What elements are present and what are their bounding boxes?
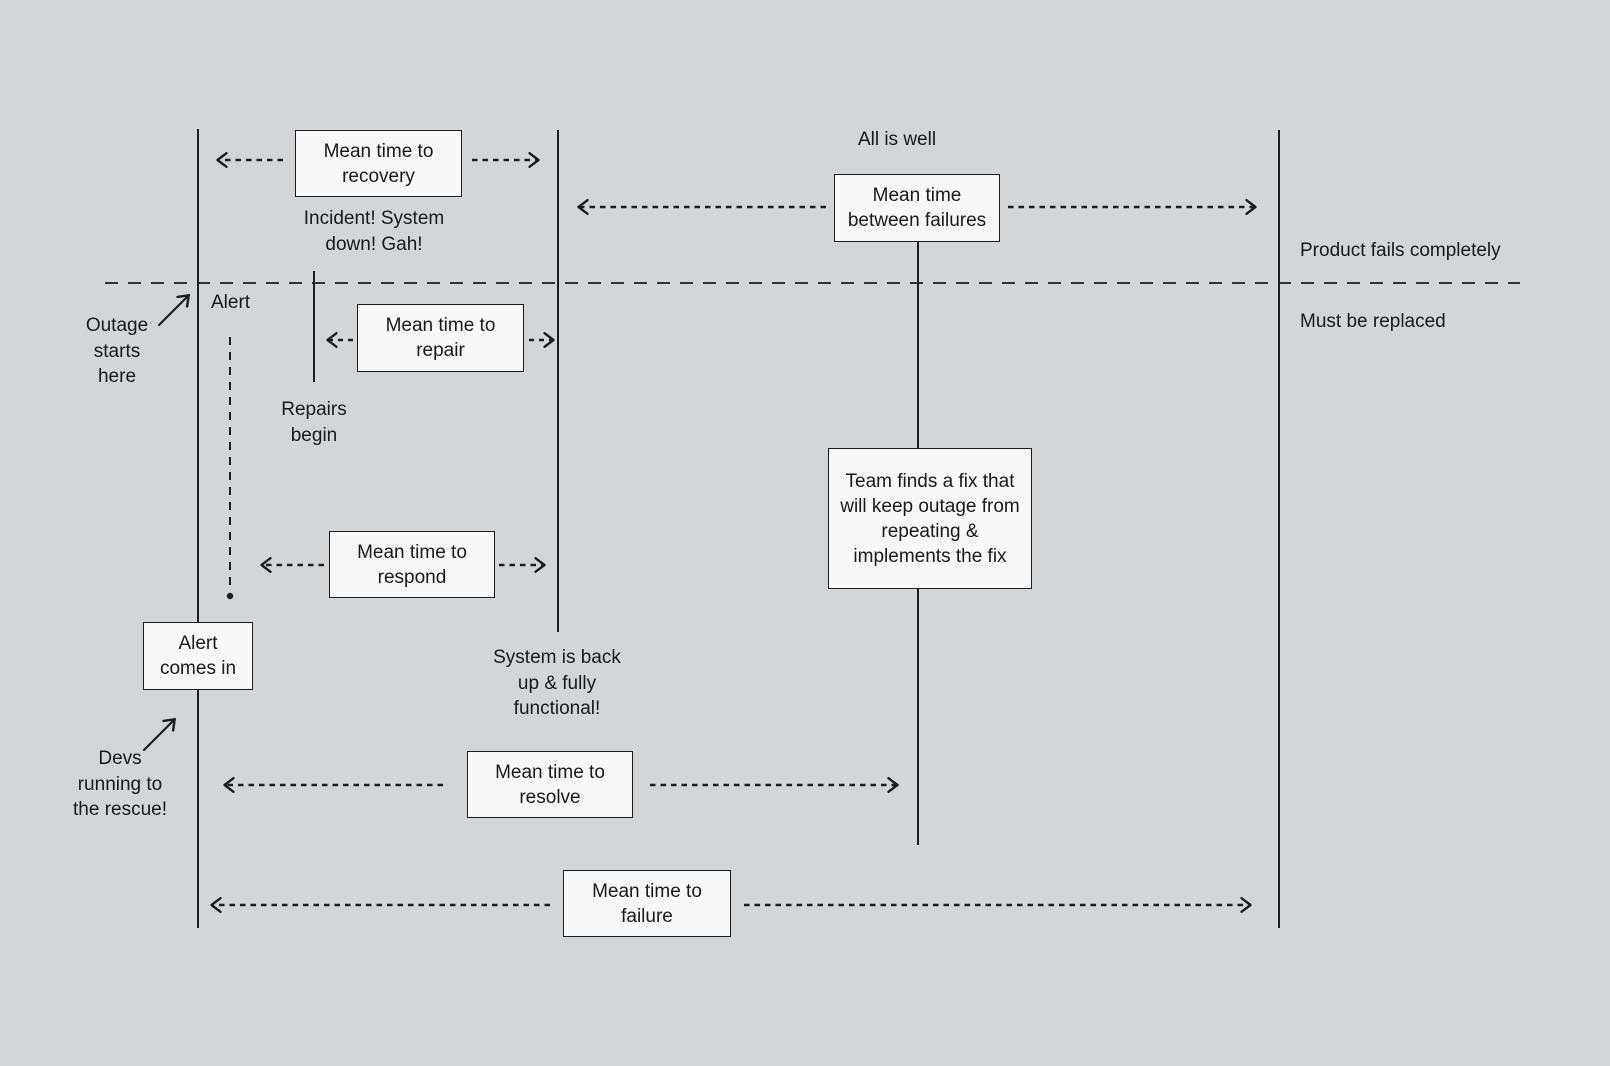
mean-time-to-respond-box: Mean time to respond [329, 531, 495, 598]
mean-time-to-resolve-box: Mean time to resolve [467, 751, 633, 818]
alert-comes-in-box: Alert comes in [143, 622, 253, 690]
product-fails-label: Product fails completely [1300, 240, 1501, 261]
mean-time-to-recovery-box: Mean time to recovery [295, 130, 462, 197]
mean-time-to-failure-box: Mean time to failure [563, 870, 731, 937]
mean-time-to-repair-box: Mean time to repair [357, 304, 524, 372]
all-is-well-label: All is well [857, 129, 937, 150]
incident-label: Incident! System down! Gah! [303, 208, 445, 255]
must-be-replaced-label: Must be replaced [1300, 311, 1446, 332]
repairs-begin-label: Repairs begin [281, 399, 347, 446]
team-finds-fix-box: Team finds a fix that will keep outage f… [828, 448, 1032, 589]
alert-label: Alert [211, 292, 251, 313]
alert-line-end-dot [226, 592, 234, 600]
devs-pointer-arrow [142, 717, 177, 752]
system-back-up-label: System is back up & fully functional! [493, 647, 621, 719]
outage-starts-here-label: Outage starts here [85, 315, 149, 387]
devs-rescue-label: Devs running to the rescue! [73, 748, 167, 820]
outage-pointer-arrow [157, 293, 191, 327]
mean-time-between-failures-box: Mean time between failures [834, 174, 1000, 242]
